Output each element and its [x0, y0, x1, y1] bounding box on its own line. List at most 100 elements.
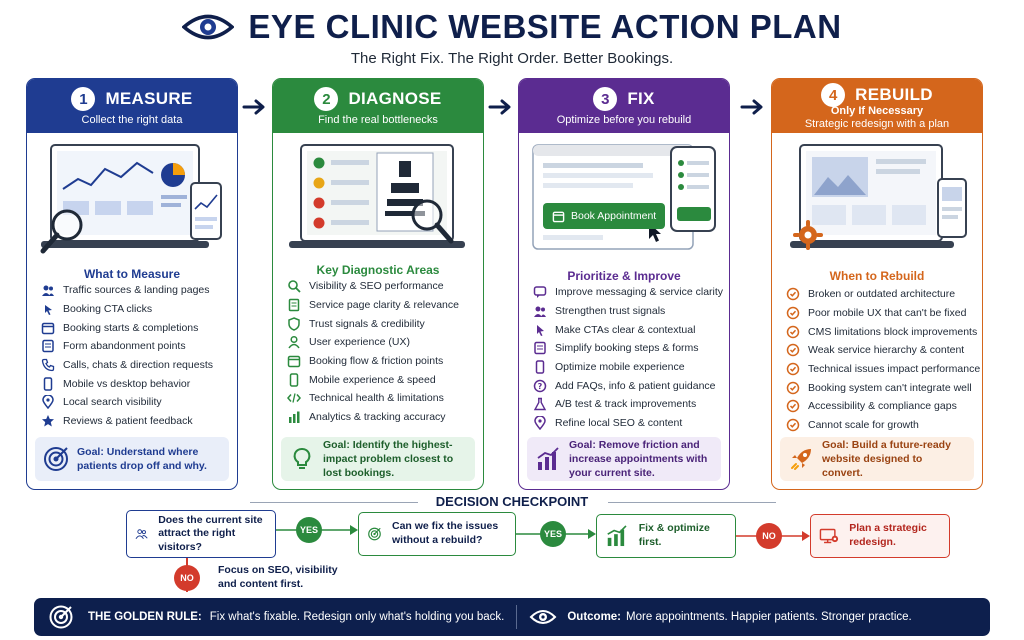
eye-icon [529, 610, 557, 624]
help-icon: ? [533, 379, 547, 393]
list-item: Reviews & patient feedback [41, 412, 231, 431]
list-item: A/B test & track improvements [533, 395, 723, 414]
book-appointment-label: Book Appointment [571, 210, 657, 222]
search-icon [287, 279, 301, 293]
bar-chart-icon [287, 410, 301, 424]
section-title: When to Rebuild [829, 269, 925, 283]
arrow-right-icon [242, 99, 265, 115]
redesign-screen-icon [819, 528, 839, 544]
list-item: Local search visibility [41, 393, 231, 412]
list-item: CMS limitations block improvements [786, 322, 977, 341]
column-rebuild: 4 REBUILD Only If Necessary Strategic re… [771, 78, 983, 490]
no-branch-note: Focus on SEO, visibility and content fir… [218, 564, 338, 590]
column-header: 2 DIAGNOSE Find the real bottlenecks [273, 79, 483, 133]
yes-badge: YES [296, 517, 322, 543]
users-icon [135, 529, 148, 539]
column-title: DIAGNOSE [348, 89, 442, 108]
check-circle-icon [786, 325, 800, 339]
list-item: Poor mobile UX that can't be fixed [786, 304, 976, 323]
column-header: 1 MEASURE Collect the right data [27, 79, 237, 133]
mobile-icon [41, 377, 55, 391]
document-icon [287, 298, 301, 312]
column-measure: 1 MEASURE Collect the right data What to… [26, 78, 238, 490]
list-item: Analytics & tracking accuracy [287, 408, 477, 427]
list-item: Make CTAs clear & contextual [533, 320, 723, 339]
list-item: Mobile vs desktop behavior [41, 374, 231, 393]
check-circle-icon [786, 287, 800, 301]
list-item: Form abandonment points [41, 337, 231, 356]
code-icon [287, 391, 301, 405]
users-icon [41, 283, 55, 297]
goal-box: Goal: Understand where patients drop off… [35, 437, 229, 481]
column-fix: 3 FIX Optimize before you rebuild Book A… [518, 78, 730, 490]
golden-rule-text: Fix what's fixable. Redesign only what's… [209, 611, 505, 623]
decision-attract-visitors: Does the current site attract the right … [126, 510, 276, 558]
list-item: Optimize mobile experience [533, 358, 723, 377]
golden-rule-banner: THE GOLDEN RULE: Fix what's fixable. Red… [34, 598, 990, 636]
list-item: Cannot scale for growth [786, 416, 976, 435]
calendar-icon [287, 354, 301, 368]
fix-label: Fix & optimize first. [638, 522, 710, 548]
divider [516, 605, 518, 629]
column-subtitle: Collect the right data [81, 114, 183, 126]
list-item: Booking system can't integrate well [786, 378, 976, 397]
check-circle-icon [786, 343, 800, 357]
checkpoint-title: DECISION CHECKPOINT [435, 494, 589, 509]
check-circle-icon [786, 362, 800, 376]
shield-icon [287, 316, 301, 331]
outcome-text: More appointments. Happier patients. Str… [626, 611, 912, 623]
lightbulb-icon [289, 446, 315, 472]
column-diagnose: 2 DIAGNOSE Find the real bottlenecks Key… [272, 78, 484, 490]
location-pin-icon [533, 416, 547, 431]
yes-badge: YES [540, 521, 566, 547]
no-badge: NO [756, 523, 782, 549]
book-appointment-button[interactable]: Book Appointment [543, 203, 665, 229]
measure-list: Traffic sources & landing pages Booking … [41, 281, 231, 431]
divider [250, 502, 418, 503]
goal-box: Goal: Identify the highest-impact proble… [281, 437, 475, 481]
svg-text:?: ? [538, 382, 543, 391]
column-title: MEASURE [105, 89, 193, 108]
eye-chart-laptop-illustration [289, 144, 465, 248]
page-subtitle: The Right Fix. The Right Order. Better B… [350, 50, 674, 67]
list-item: Trust signals & credibility [287, 314, 477, 333]
column-note: Only If Necessary [830, 105, 924, 117]
redesign-illustration [790, 144, 967, 250]
star-icon [41, 414, 55, 428]
list-item: Accessibility & compliance gaps [786, 397, 976, 416]
mobile-icon [287, 373, 301, 387]
check-circle-icon [786, 306, 800, 320]
column-subtitle: Strategic redesign with a plan [804, 118, 950, 130]
rebuild-label: Plan a strategic redesign. [849, 522, 927, 548]
list-item: Technical issues impact performance [786, 360, 980, 379]
goal-text: Goal: Remove friction and increase appoi… [569, 438, 708, 480]
rocket-icon [788, 446, 814, 472]
list-item: Improve messaging & service clarity [533, 283, 723, 302]
step-number: 3 [593, 87, 618, 111]
decision-fix-without-rebuild: Can we fix the issues without a rebuild? [358, 512, 516, 556]
mobile-book-button[interactable]: Book [696, 231, 716, 240]
eye-icon [182, 14, 235, 40]
column-header: 4 REBUILD Only If Necessary Strategic re… [772, 79, 982, 133]
no-badge: NO [174, 565, 200, 591]
list-item: User experience (UX) [287, 333, 477, 352]
phone-icon [41, 358, 55, 372]
section-title: Key Diagnostic Areas [316, 263, 440, 277]
goal-text: Goal: Understand where patients drop off… [77, 445, 207, 472]
flask-icon [533, 397, 547, 411]
calendar-icon [41, 321, 55, 335]
list-item: Calls, chats & direction requests [41, 356, 231, 375]
goal-box: Goal: Remove friction and increase appoi… [527, 437, 721, 481]
message-icon [533, 285, 547, 299]
decision-question: Does the current site attract the right … [158, 513, 263, 553]
browser-booking-illustration [532, 144, 716, 250]
cursor-icon [533, 323, 547, 337]
outcome-label: Outcome: [567, 611, 622, 623]
list-item: Traffic sources & landing pages [41, 281, 231, 300]
column-title: REBUILD [855, 85, 933, 104]
list-item: Visibility & SEO performance [287, 277, 477, 296]
step-number: 4 [821, 83, 846, 107]
fix-optimize-first: Fix & optimize first. [596, 514, 736, 558]
column-title: FIX [627, 89, 655, 108]
analytics-dashboard-illustration [40, 144, 222, 254]
